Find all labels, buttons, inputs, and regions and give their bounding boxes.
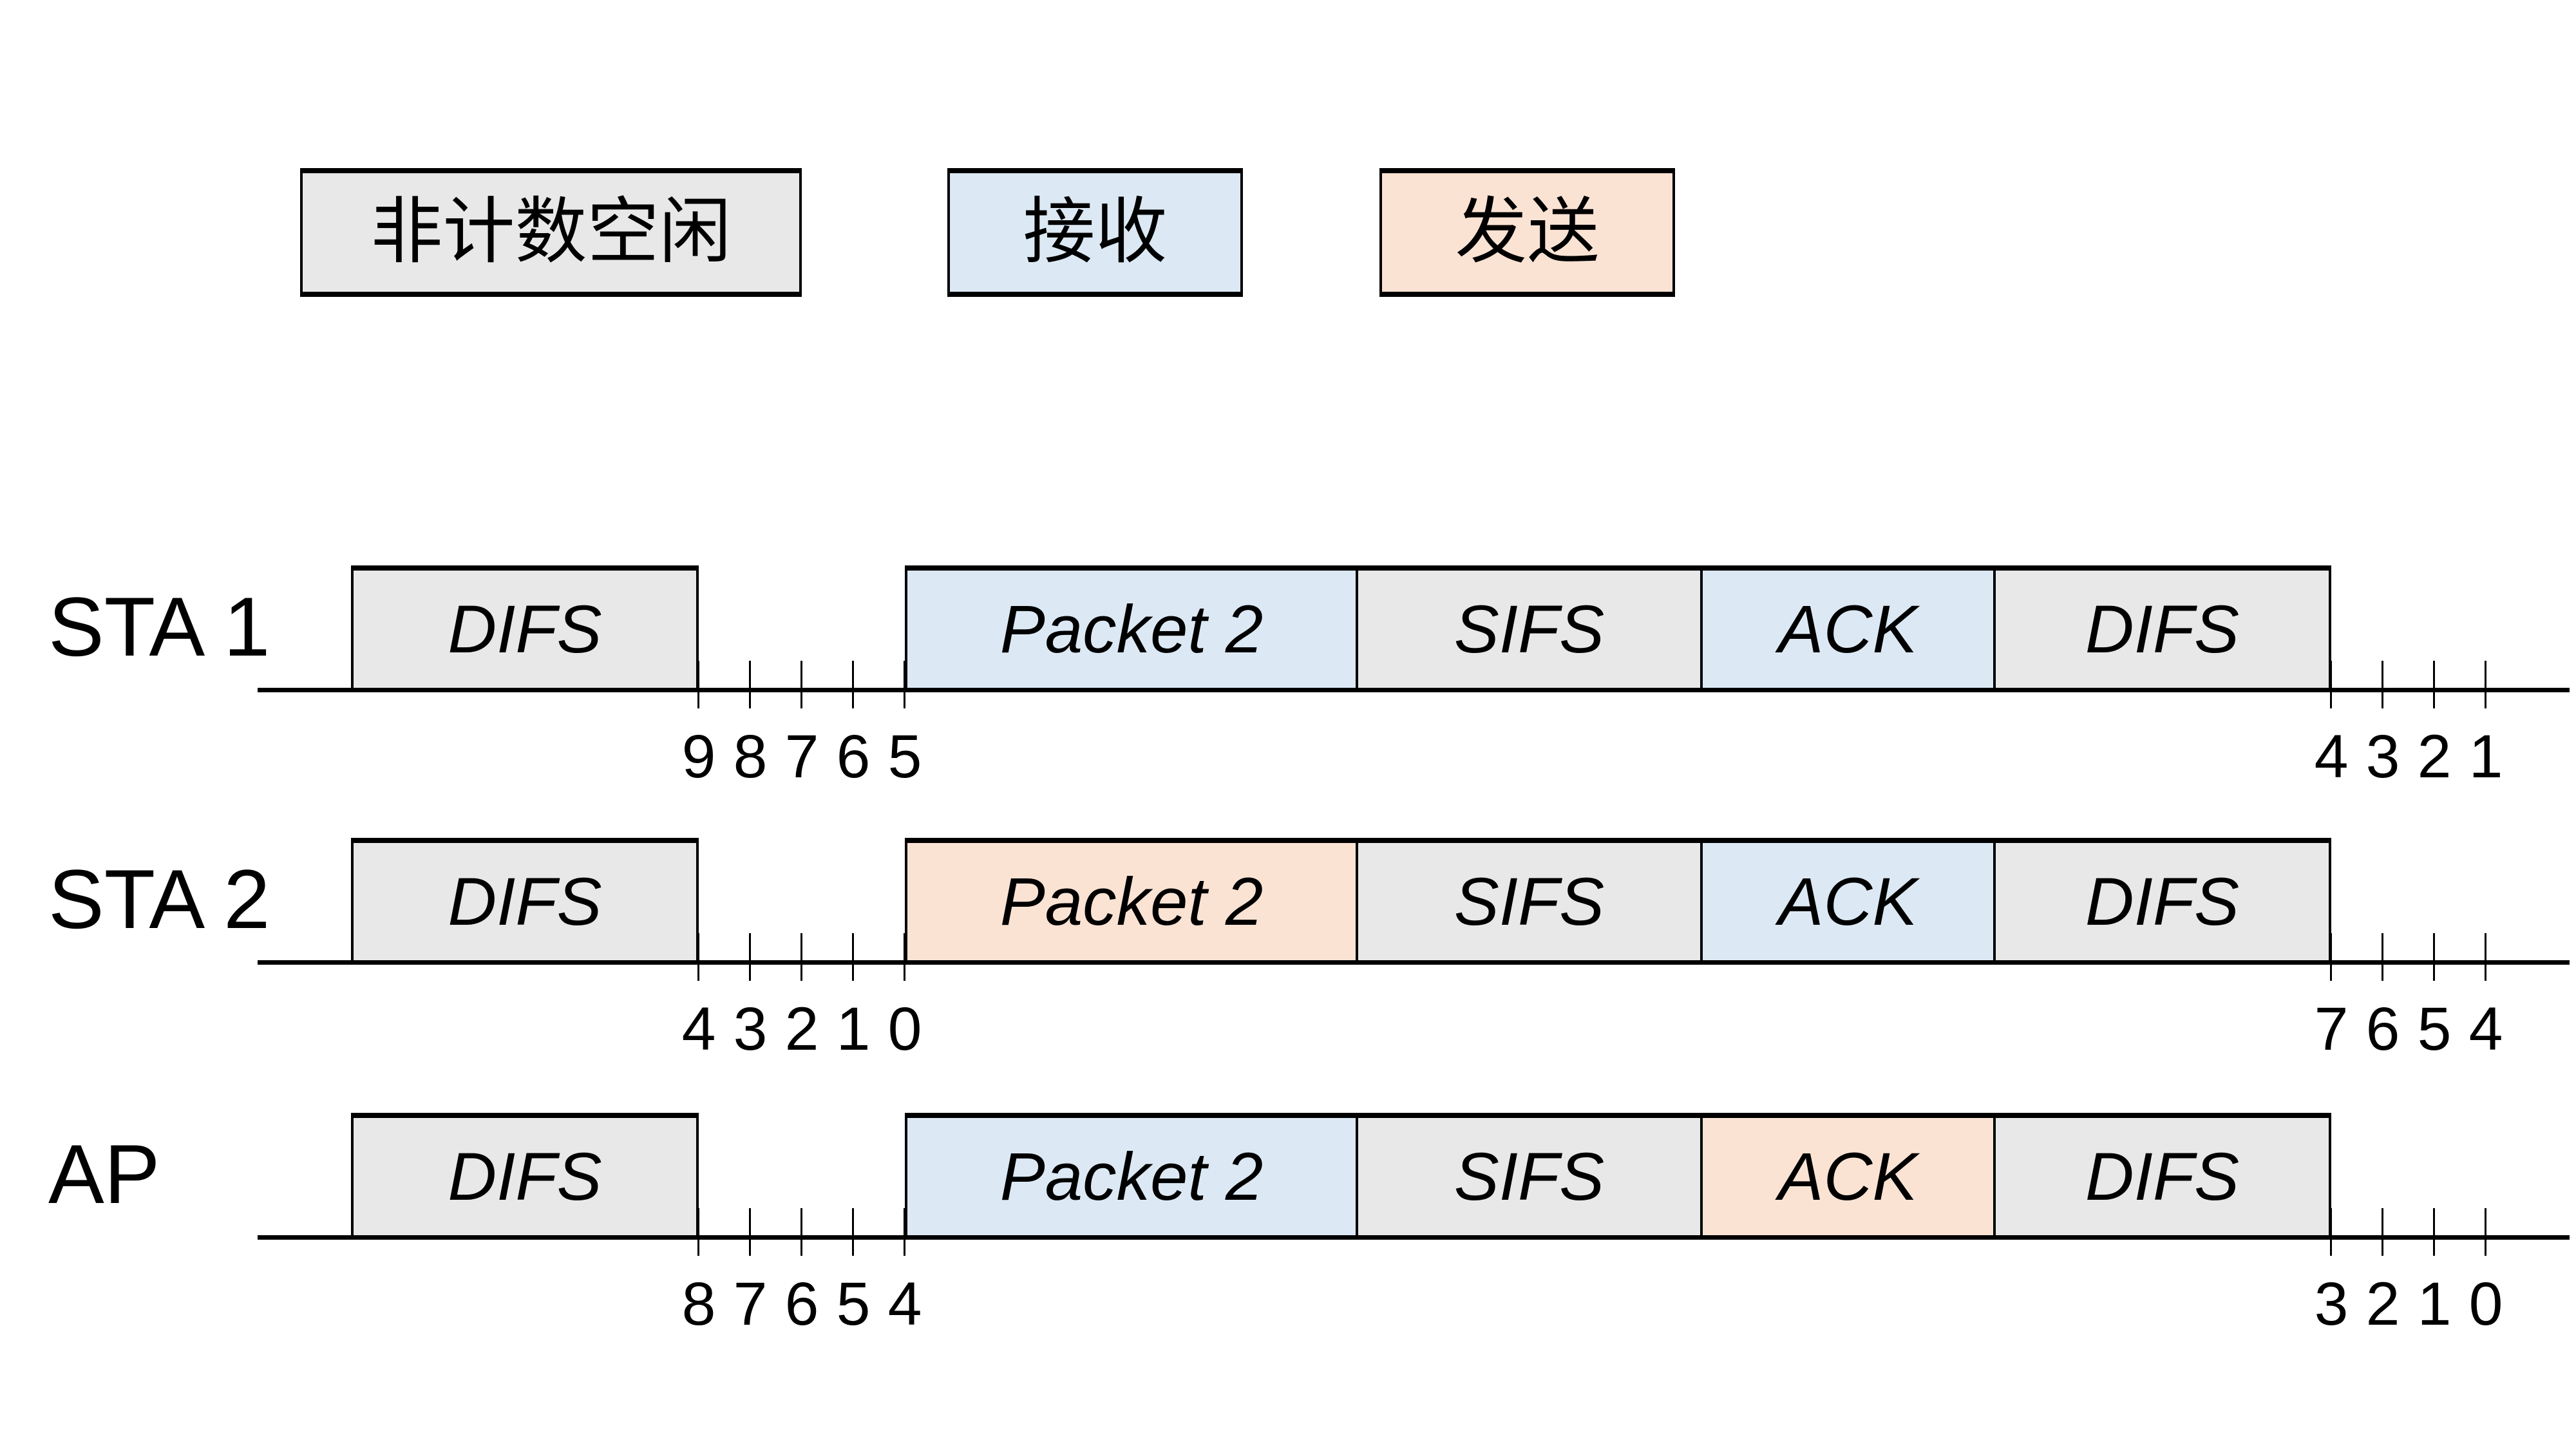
backoff-count: 1 <box>836 995 871 1063</box>
backoff-count: 3 <box>733 995 768 1063</box>
segment-packet2: Packet 2 <box>905 1113 1356 1235</box>
backoff-tick <box>2485 1208 2486 1256</box>
backoff-count: 3 <box>2365 723 2400 791</box>
backoff-count: 3 <box>2314 1270 2349 1338</box>
backoff-count: 2 <box>2365 1270 2400 1338</box>
timeline-axis <box>258 688 2570 692</box>
backoff-count: 5 <box>887 723 922 791</box>
row-label: STA 2 <box>48 852 270 946</box>
segment-label: DIFS <box>448 1139 602 1215</box>
backoff-count: 8 <box>733 723 768 791</box>
segment-label: DIFS <box>2085 1139 2240 1215</box>
segment-label: DIFS <box>448 864 602 940</box>
backoff-tick <box>904 661 905 708</box>
timeline-row-ap: AP DIFS Packet 2 SIFS ACK DIFS 8 7 6 5 4… <box>0 1113 2576 1345</box>
backoff-count: 0 <box>887 995 922 1063</box>
backoff-count: 4 <box>2468 995 2503 1063</box>
legend-label-transmit: 发送 <box>1455 193 1600 272</box>
backoff-count: 7 <box>733 1270 768 1338</box>
timeline-row-sta1: STA 1 DIFS Packet 2 SIFS ACK DIFS 9 8 7 … <box>0 565 2576 797</box>
segment-difs: DIFS <box>351 838 699 960</box>
timeline-axis <box>258 1235 2570 1240</box>
backoff-tick <box>749 661 751 708</box>
segment-label: DIFS <box>448 591 602 667</box>
backoff-count: 6 <box>2365 995 2400 1063</box>
backoff-count: 7 <box>784 723 819 791</box>
backoff-count: 2 <box>2417 723 2452 791</box>
backoff-count: 1 <box>2468 723 2503 791</box>
segment-label: Packet 2 <box>999 1139 1264 1215</box>
backoff-tick <box>904 1208 905 1256</box>
backoff-tick <box>2382 661 2383 708</box>
timeline-axis <box>258 960 2570 965</box>
backoff-tick <box>2485 661 2486 708</box>
backoff-tick <box>2382 1208 2383 1256</box>
legend-item-transmit: 发送 <box>1379 168 1675 297</box>
segment-difs: DIFS <box>351 565 699 688</box>
backoff-tick <box>2433 933 2435 981</box>
segment-sifs: SIFS <box>1356 838 1700 960</box>
segment-label: SIFS <box>1454 1139 1605 1215</box>
segment-label: SIFS <box>1454 864 1605 940</box>
backoff-count: 4 <box>681 995 716 1063</box>
backoff-count: 2 <box>784 995 819 1063</box>
segment-difs-2: DIFS <box>1993 1113 2331 1235</box>
segment-difs-2: DIFS <box>1993 565 2331 688</box>
segment-difs-2: DIFS <box>1993 838 2331 960</box>
backoff-count: 5 <box>836 1270 871 1338</box>
backoff-count: 6 <box>836 723 871 791</box>
backoff-count: 9 <box>681 723 716 791</box>
segment-label: Packet 2 <box>999 864 1264 940</box>
backoff-tick <box>852 933 854 981</box>
backoff-count: 4 <box>887 1270 922 1338</box>
backoff-count: 8 <box>681 1270 716 1338</box>
backoff-count: 7 <box>2314 995 2349 1063</box>
backoff-tick <box>2433 661 2435 708</box>
backoff-tick <box>800 933 802 981</box>
legend-item-idle: 非计数空闲 <box>300 168 802 297</box>
segment-label: ACK <box>1778 864 1918 940</box>
backoff-tick <box>904 933 905 981</box>
backoff-count: 6 <box>784 1270 819 1338</box>
segment-label: Packet 2 <box>999 591 1264 667</box>
backoff-tick <box>749 933 751 981</box>
backoff-tick <box>800 1208 802 1256</box>
backoff-tick <box>852 1208 854 1256</box>
legend-label-receive: 接收 <box>1023 193 1168 272</box>
legend-label-idle: 非计数空闲 <box>370 193 732 272</box>
segment-ack: ACK <box>1700 838 1993 960</box>
row-label: AP <box>48 1127 160 1221</box>
segment-label: DIFS <box>2085 864 2240 940</box>
backoff-tick <box>2433 1208 2435 1256</box>
segment-packet2: Packet 2 <box>905 565 1356 688</box>
segment-ack: ACK <box>1700 1113 1993 1235</box>
backoff-tick <box>749 1208 751 1256</box>
segment-packet2: Packet 2 <box>905 838 1356 960</box>
segment-sifs: SIFS <box>1356 1113 1700 1235</box>
segment-label: ACK <box>1778 591 1918 667</box>
row-label: STA 1 <box>48 580 270 674</box>
backoff-count: 1 <box>2417 1270 2452 1338</box>
timeline-row-sta2: STA 2 DIFS Packet 2 SIFS ACK DIFS 4 3 2 … <box>0 838 2576 1070</box>
backoff-tick <box>2382 933 2383 981</box>
segment-difs: DIFS <box>351 1113 699 1235</box>
segment-ack: ACK <box>1700 565 1993 688</box>
segment-label: ACK <box>1778 1139 1918 1215</box>
backoff-count: 5 <box>2417 995 2452 1063</box>
backoff-tick <box>852 661 854 708</box>
segment-sifs: SIFS <box>1356 565 1700 688</box>
segment-label: DIFS <box>2085 591 2240 667</box>
backoff-tick <box>800 661 802 708</box>
backoff-tick <box>2485 933 2486 981</box>
segment-label: SIFS <box>1454 591 1605 667</box>
backoff-count: 4 <box>2314 723 2349 791</box>
legend-item-receive: 接收 <box>947 168 1243 297</box>
backoff-count: 0 <box>2468 1270 2503 1338</box>
